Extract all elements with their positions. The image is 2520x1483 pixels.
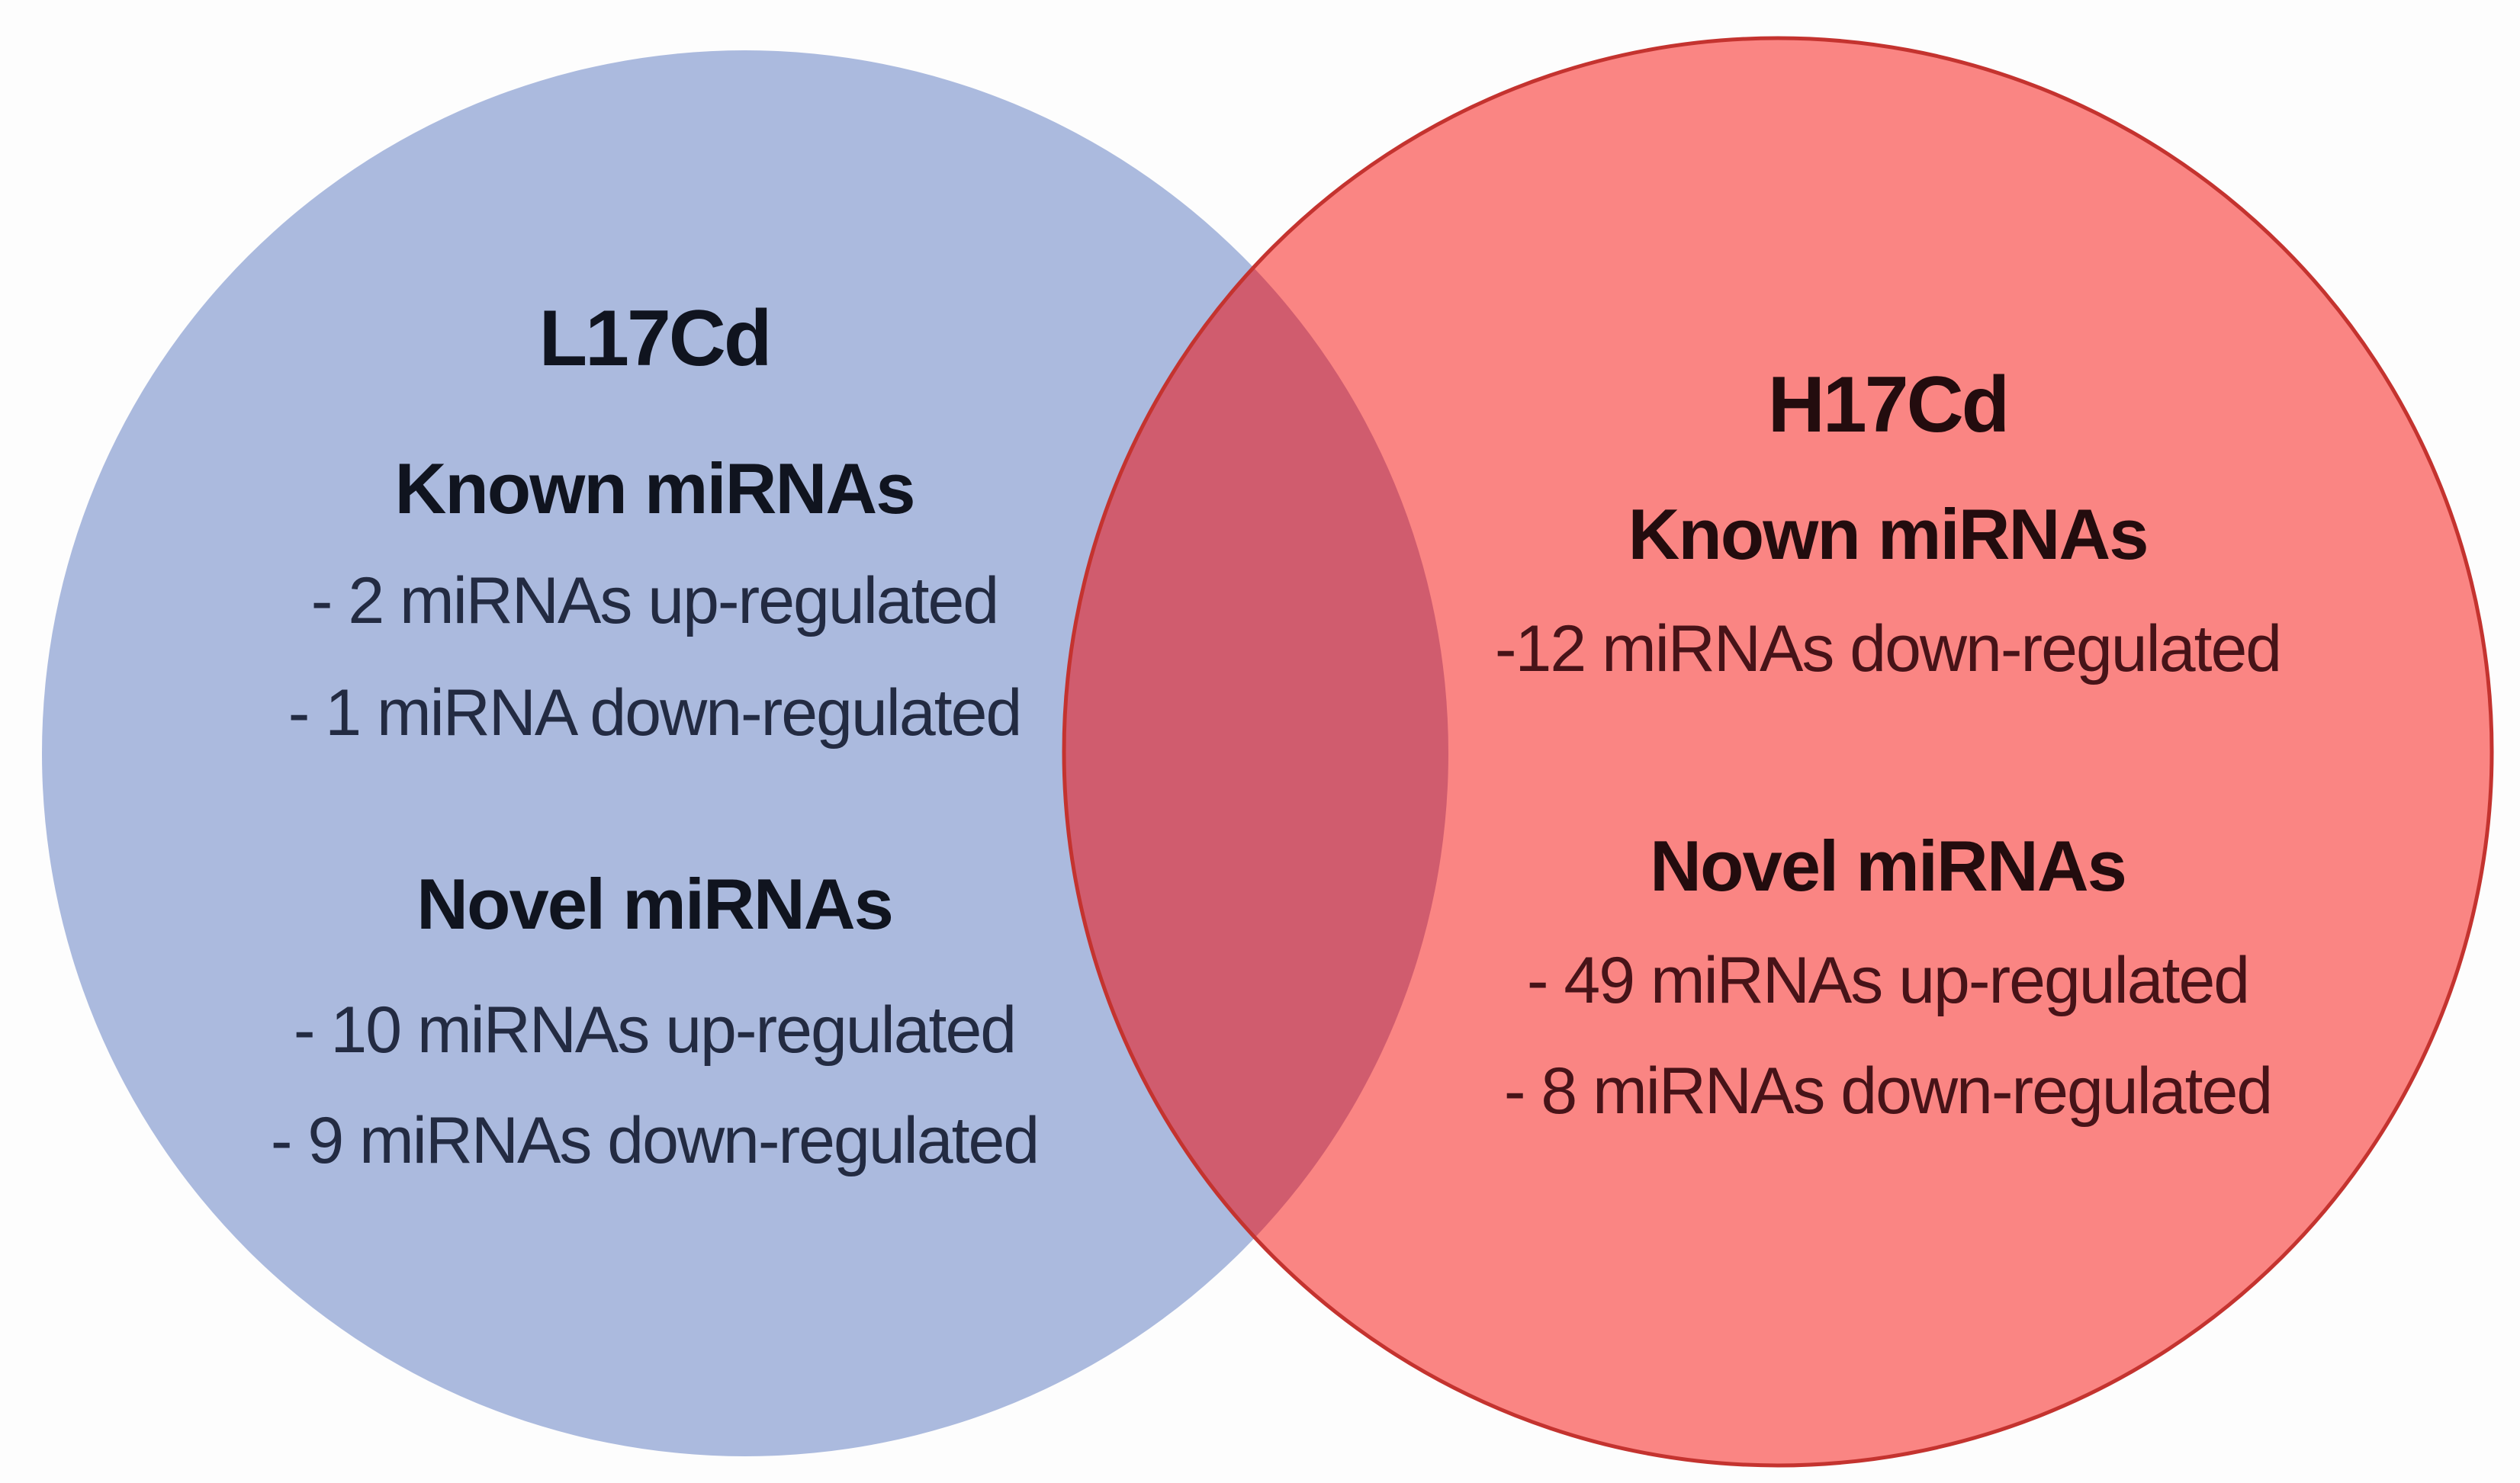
right-circle-labels: H17Cd Known miRNAs -12 miRNAs down-regul…	[1495, 361, 2282, 1128]
left-circle	[42, 50, 1448, 1456]
left-circle-title: L17Cd	[539, 294, 770, 383]
left-novel-header: Novel miRNAs	[416, 864, 892, 944]
left-known-item-2: - 1 miRNA down-regulated	[288, 676, 1021, 750]
right-known-header: Known miRNAs	[1628, 494, 2148, 574]
right-novel-header: Novel miRNAs	[1650, 826, 2126, 906]
left-known-header: Known miRNAs	[395, 448, 914, 528]
right-circle-outline	[1062, 36, 2494, 1468]
right-circle-title: H17Cd	[1768, 361, 2007, 449]
left-novel-item-1: - 10 miRNAs up-regulated	[294, 993, 1015, 1067]
right-novel-item-2: - 8 miRNAs down-regulated	[1504, 1054, 2271, 1128]
left-known-item-1: - 2 miRNAs up-regulated	[311, 564, 998, 637]
right-novel-item-1: - 49 miRNAs up-regulated	[1527, 944, 2248, 1017]
left-novel-item-2: - 9 miRNAs down-regulated	[271, 1104, 1038, 1177]
left-circle-labels: L17Cd Known miRNAs - 2 miRNAs up-regulat…	[271, 294, 1040, 1177]
right-known-item-1: -12 miRNAs down-regulated	[1495, 612, 2281, 685]
right-circle	[1064, 38, 2492, 1465]
